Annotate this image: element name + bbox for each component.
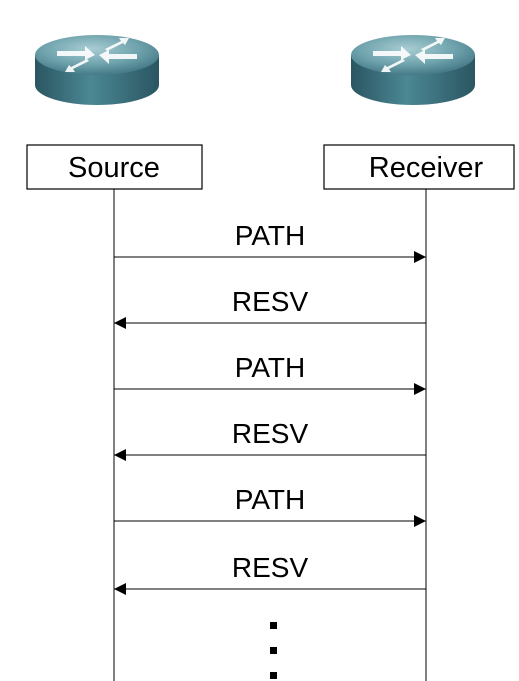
receiver-box	[323, 144, 515, 190]
message-label: RESV	[232, 418, 309, 449]
message-label: RESV	[232, 552, 309, 583]
router-icon-receiver	[351, 35, 475, 105]
receiver-label: Receiver	[369, 152, 484, 184]
message-label: PATH	[235, 484, 306, 515]
router-icon-source	[35, 35, 159, 105]
message-label: RESV	[232, 286, 309, 317]
source-label: Source	[68, 152, 160, 184]
vertical-ellipsis-icon	[270, 622, 277, 679]
message-label: PATH	[235, 352, 306, 383]
message-label: PATH	[235, 220, 306, 251]
source-box	[26, 144, 203, 190]
